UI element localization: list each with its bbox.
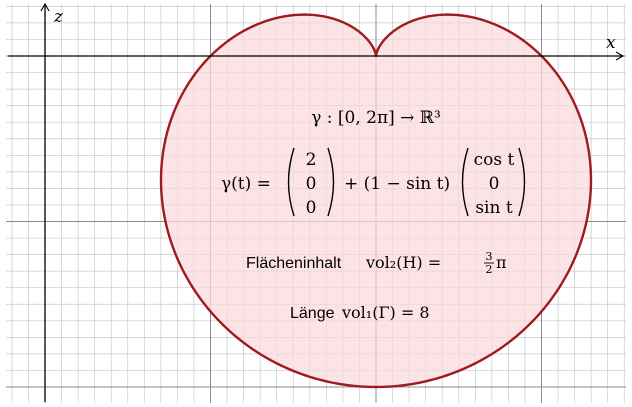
length-word: Länge [290, 305, 335, 322]
vector-b-entry-2: 0 [489, 174, 500, 194]
vector-a-left-paren [287, 147, 295, 217]
area-fraction-numerator: 3 [486, 250, 493, 263]
vector-b-right-paren [518, 147, 526, 217]
vector-a-entry-2: 0 [306, 174, 317, 194]
vector-b-entry-1: cos t [474, 150, 515, 170]
vector-a-entry-3: 0 [306, 198, 317, 218]
area-word: Flächeninhalt [246, 255, 342, 272]
formula-middle: + (1 − sin t) [344, 174, 450, 194]
area-fraction-denominator: 2 [486, 263, 493, 276]
parametrization-formula: γ(t) = 2 0 0 + (1 − sin t) cos t 0 sin t [221, 147, 526, 218]
area-statement: Flächeninhalt vol₂(H) = 3 2 π [246, 250, 507, 276]
area-formula-prefix: vol₂(H) = [365, 253, 441, 272]
x-axis-arrowhead [615, 51, 625, 61]
formula-lhs: γ(t) = [221, 174, 271, 194]
parametrization-domain: γ : [0, 2π] → ℝ³ [311, 108, 441, 128]
x-axis-label: x [606, 33, 616, 53]
vector-b-entry-3: sin t [475, 198, 513, 218]
cardioid-curve [159, 13, 593, 389]
vector-a-entry-1: 2 [306, 150, 317, 170]
z-axis-label: z [53, 7, 64, 27]
length-formula: vol₁(Γ) = 8 [341, 303, 430, 322]
vector-b-left-paren [461, 147, 469, 217]
length-statement: Länge vol₁(Γ) = 8 [290, 303, 430, 322]
area-formula-suffix: π [496, 253, 507, 272]
vector-a-right-paren [327, 147, 335, 217]
z-axis-arrowhead [40, 2, 50, 12]
axes: x z [8, 2, 625, 402]
